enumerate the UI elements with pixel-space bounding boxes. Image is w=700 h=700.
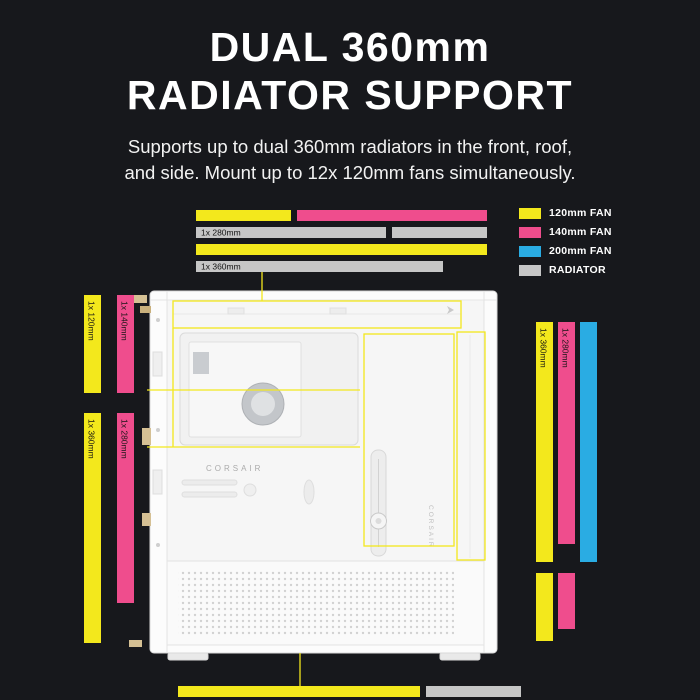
page-title: DUAL 360mm RADIATOR SUPPORT [0, 24, 700, 120]
rear-140mm-label: 1x 140mm [120, 301, 130, 341]
roof-fan-tray-details [173, 306, 461, 315]
rear-120-fan-bar [84, 295, 101, 393]
roof-mount-zone [172, 300, 462, 329]
bottom-radiator-bar [426, 686, 521, 697]
routing-hole [243, 483, 257, 497]
pc-case-illustration: CORSAIR CORSAIR [129, 290, 498, 661]
header: DUAL 360mm RADIATOR SUPPORT Supports up … [0, 24, 700, 186]
roof-120-fan-bar [196, 210, 291, 221]
gpu-mount [370, 449, 387, 557]
side-mount-bars: 1x 360mm 1x 280mm [84, 413, 134, 643]
roof-tab [227, 307, 245, 315]
side-280mm-label: 1x 280mm [120, 419, 130, 459]
front-360mm-label: 1x 360mm [539, 328, 549, 368]
roof-360-fan-bar [196, 244, 487, 255]
side-mount-zone [363, 333, 455, 547]
rear-screw [156, 543, 160, 547]
hinge-accent [140, 306, 151, 313]
legend-label-120mm-fan: 120mm FAN [549, 207, 612, 219]
thumbscrew-center [375, 518, 382, 524]
legend-swatch-120mm-fan [519, 207, 541, 219]
front-280-fan-bar [558, 322, 575, 544]
legend-label-200mm-fan: 200mm FAN [549, 245, 612, 257]
rear-vent [152, 469, 163, 495]
psu-shroud [166, 560, 485, 646]
rear-panel-details [152, 318, 163, 547]
hinge-accent [142, 428, 151, 445]
legend-item-140mm-fan: 140mm FAN [519, 226, 612, 238]
roof-mount-bars: 1x 280mm 1x 360mm [196, 210, 487, 272]
hinge-accent [132, 295, 147, 303]
bottom-mount-bars [178, 686, 521, 697]
roof-radiator-bar-2 [392, 227, 487, 238]
roof-360-radiator-bar [196, 261, 443, 272]
case-foot [439, 652, 481, 661]
rear-120mm-label: 1x 120mm [87, 301, 97, 341]
legend-label-140mm-fan: 140mm FAN [549, 226, 612, 238]
mount-zone-outlines [147, 272, 486, 686]
front-mount-zone [456, 331, 486, 561]
hinge-accents [129, 295, 151, 647]
description: Supports up to dual 360mm radiators in t… [0, 134, 700, 187]
cable-slot [181, 491, 238, 498]
legend-swatch-radiator [519, 264, 541, 276]
case-foot [167, 652, 209, 661]
hinge-accent [129, 640, 142, 647]
legend-item-120mm-fan: 120mm FAN [519, 207, 612, 219]
description-line-1: Supports up to dual 360mm radiators in t… [127, 135, 573, 157]
legend: 120mm FAN 140mm FAN 200mm FAN RADIATOR [519, 207, 612, 283]
front-360-fan-bar-lower [536, 573, 553, 641]
cable-slots [181, 479, 315, 505]
cpu-fan-hub [251, 392, 275, 416]
brand-logo-mark [447, 306, 454, 314]
rear-screw [156, 428, 160, 432]
roof-140-fan-bar [297, 210, 487, 221]
side-360mm-label: 1x 360mm [87, 419, 97, 459]
mount-bars: 1x 280mm 1x 360mm 1x 120mm 1x 140mm 1x 3… [84, 210, 597, 697]
side-280-fan-bar [117, 413, 134, 603]
title-line-2: RADIATOR SUPPORT [126, 71, 574, 118]
front-280-fan-bar-lower [558, 573, 575, 629]
roof-280-radiator-bar [196, 227, 386, 238]
case-feet [167, 652, 481, 661]
description-line-2: and side. Mount up to 12x 120mm fans sim… [124, 162, 576, 184]
case-brand-text: CORSAIR [206, 464, 263, 473]
rear-mount-bars: 1x 120mm 1x 140mm [84, 295, 134, 393]
shroud-vents [178, 569, 454, 637]
legend-label-radiator: RADIATOR [549, 264, 606, 276]
front-200-fan-bar [580, 322, 597, 562]
front-360-fan-bar [536, 322, 553, 562]
front-280mm-label: 1x 280mm [561, 328, 571, 368]
bottom-fan-bar [178, 686, 420, 697]
roof-tab [329, 307, 347, 315]
roof-360mm-label: 1x 360mm [201, 262, 241, 272]
legend-item-radiator: RADIATOR [519, 264, 612, 276]
hinge-accent [142, 513, 151, 526]
io-shield [193, 352, 209, 374]
case-brand-vertical: CORSAIR [427, 505, 434, 549]
side-360-fan-bar [84, 413, 101, 643]
legend-item-200mm-fan: 200mm FAN [519, 245, 612, 257]
rear-vent [152, 351, 163, 377]
legend-swatch-200mm-fan [519, 245, 541, 257]
front-mount-bars: 1x 360mm 1x 280mm [536, 322, 597, 641]
title-line-1: DUAL 360mm [209, 24, 491, 70]
cable-grommet [303, 479, 315, 505]
roof-280mm-label: 1x 280mm [201, 228, 241, 238]
rear-140-fan-bar [117, 295, 134, 393]
cable-slot [181, 479, 238, 486]
legend-swatch-140mm-fan [519, 226, 541, 238]
motherboard-tray [179, 332, 359, 446]
radiator-support-diagram: CORSAIR CORSAIR [84, 210, 597, 697]
rear-screw [156, 318, 160, 322]
